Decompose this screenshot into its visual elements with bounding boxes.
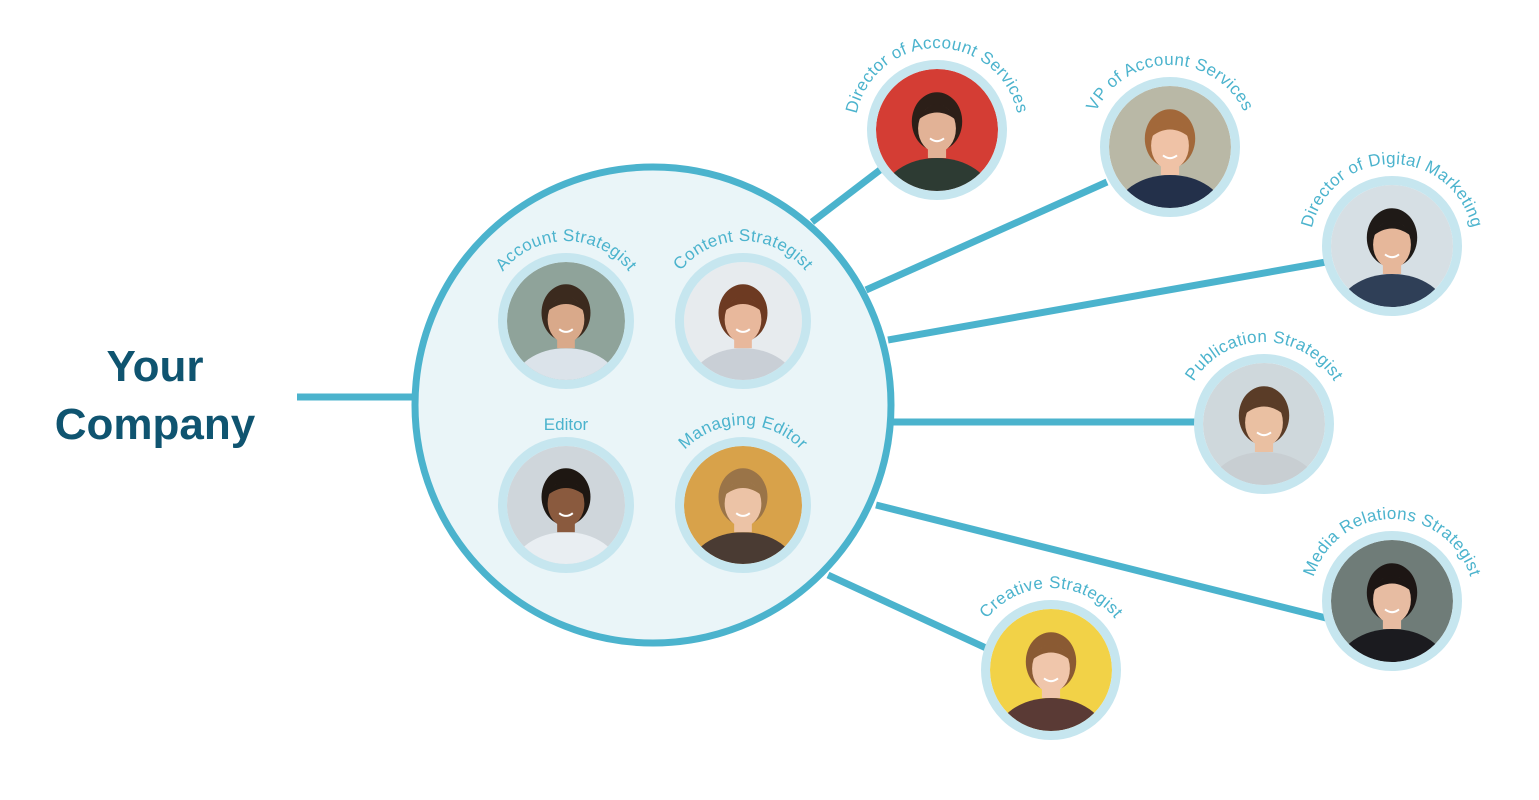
spoke-line [812, 170, 880, 222]
extended-team-member: Publication Strategist [1181, 327, 1347, 529]
spoke-line [828, 575, 986, 648]
extended-team-member: Director of Digital Marketing [1297, 149, 1486, 351]
extended-team-member: VP of Account Services [1082, 50, 1257, 252]
extended-team-member: Media Relations Strategist [1299, 504, 1484, 706]
role-label: Editor [544, 415, 589, 434]
extended-team-member: Creative Strategist [976, 573, 1127, 775]
spoke-line [866, 182, 1107, 290]
extended-team-member: Director of Account Services [842, 33, 1032, 235]
core-team-hub [415, 167, 891, 643]
